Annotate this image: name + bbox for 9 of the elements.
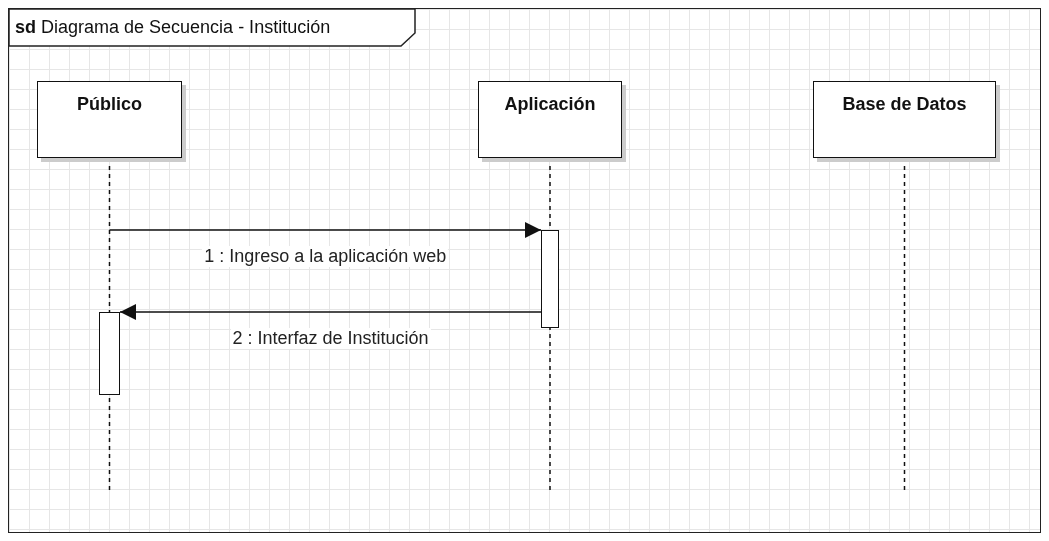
sequence-frame [8,8,1041,533]
participant-name: Público [76,94,143,115]
participant-name: Base de Datos [841,94,968,115]
activation-bar [99,312,120,395]
edge-label: 1 : Ingreso a la aplicación web [202,246,449,267]
participant-name: Aplicación [503,94,597,115]
edge-label: 2 : Interfaz de Institución [230,328,431,349]
activation-bar [541,230,559,328]
frame-title: sd Diagrama de Secuencia - Institución [15,17,331,38]
